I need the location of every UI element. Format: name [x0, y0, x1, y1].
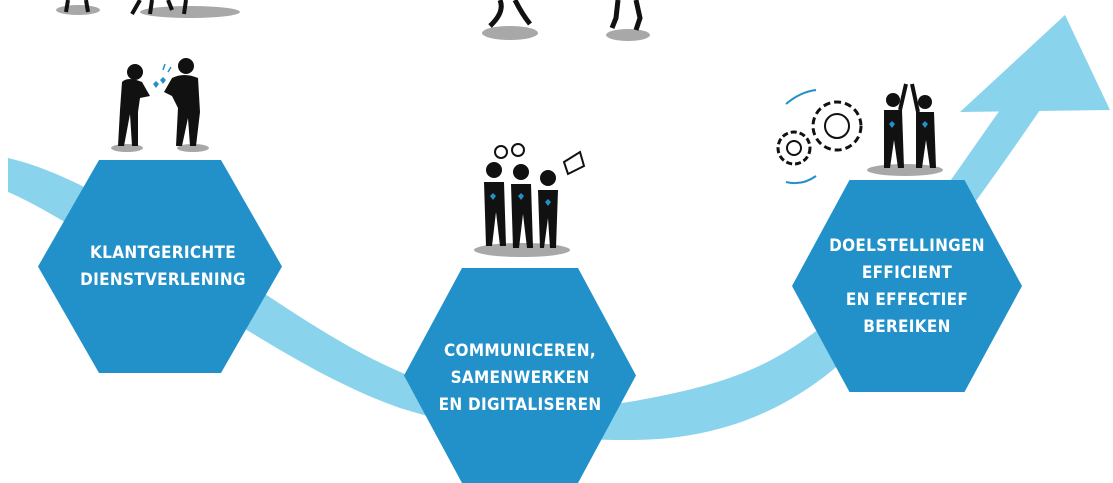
gears-and-high-five-icon — [776, 83, 943, 185]
team-collaboration-icon — [474, 143, 586, 257]
step-label: KLANTGERICHTE DIENSTVERLENING — [80, 242, 246, 290]
step-label: DOELSTELLINGEN EFFICIENT EN EFFECTIEF BE… — [829, 236, 985, 337]
step-label: COMMUNICEREN, SAMENWERKEN EN DIGITALISER… — [438, 341, 602, 415]
cropped-figures-center — [482, 0, 650, 41]
handshake-people-icon — [111, 58, 209, 152]
growth-arrow-head — [960, 15, 1110, 112]
cropped-figures-left — [56, 0, 240, 18]
